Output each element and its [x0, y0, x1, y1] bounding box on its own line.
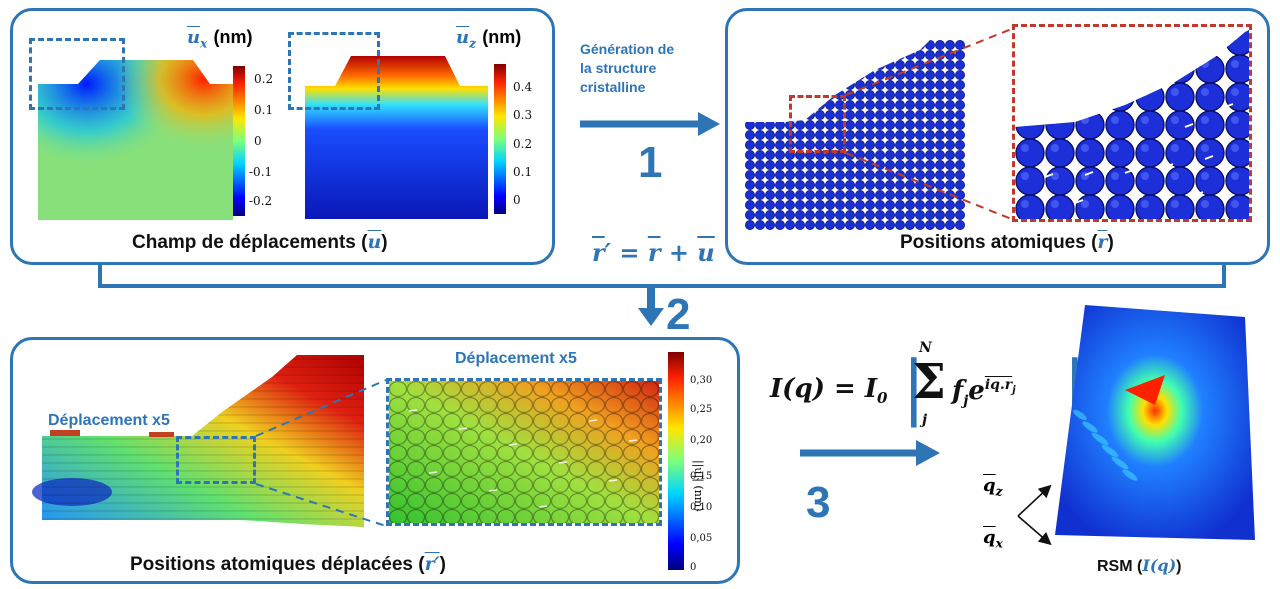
tick: 0.3: [513, 108, 533, 122]
ux-map: [38, 60, 233, 220]
tick: 0: [690, 562, 697, 573]
displacement-label-left: Déplacement x5: [48, 412, 170, 429]
atomic-zoom-box: [789, 95, 846, 153]
tick: 0: [254, 134, 262, 148]
displaced-zoom-view: [386, 378, 662, 526]
step1-line: Génération de: [580, 41, 675, 57]
tick: 0,20: [690, 435, 713, 446]
step1-line: la structure: [580, 60, 657, 76]
tick: 0.1: [513, 165, 533, 179]
uz-title: uz (nm): [456, 27, 522, 51]
displaced-structure: [32, 355, 364, 527]
step2-arrow: [638, 286, 664, 326]
uz-colorbar: [494, 64, 506, 214]
displacement-caption: Champ de déplacements (u): [132, 231, 388, 253]
displacement-label-right: Déplacement x5: [455, 350, 577, 367]
q-axes: [1017, 484, 1052, 546]
rsm-map: [1055, 305, 1255, 540]
tick: 0,30: [690, 375, 713, 386]
tick: -0.1: [249, 165, 273, 179]
uz-zoom-box: [288, 32, 380, 110]
step2-number: 2: [666, 290, 691, 339]
tick: 0.2: [513, 137, 533, 151]
step3-number: 3: [806, 478, 831, 527]
displaced-connectors: [255, 379, 387, 527]
step1-number: 1: [638, 138, 663, 187]
merge-bracket: [98, 262, 1226, 288]
qx-label: qx: [983, 527, 1003, 551]
atomic-structure: [745, 40, 965, 230]
step1-line: cristalline: [580, 79, 646, 95]
rsm-caption: RSM (I(q)): [1097, 556, 1182, 575]
zoom-connectors: [845, 27, 1015, 221]
tick: 0.2: [254, 72, 274, 86]
tick: 0,10: [690, 502, 713, 513]
tick: 0.4: [513, 80, 533, 94]
colorbar-label: ||u|| (nm): [692, 460, 705, 512]
ux-colorbar: [233, 66, 245, 216]
displacement-colorbar: [668, 352, 684, 570]
ux-zoom-box: [29, 38, 125, 110]
step1-description: Génération de la structure cristalline: [580, 40, 674, 97]
tick: 0: [513, 193, 521, 207]
tick: 0,25: [690, 404, 713, 415]
step1-arrow: [580, 112, 720, 136]
ux-title: ux (nm): [187, 27, 253, 51]
tick: 0,15: [690, 471, 713, 482]
step3-arrow: [800, 440, 940, 466]
atomic-zoom-view: [1012, 24, 1252, 222]
atomic-positions-caption: Positions atomiques (r): [900, 231, 1114, 253]
displaced-positions-caption: Positions atomiques déplacées (r′): [130, 553, 446, 575]
uz-map: [305, 56, 488, 219]
displaced-zoom-box: [176, 436, 256, 484]
intensity-formula: I(q) = I0 | N Σ j fjeiq.rj | 2: [770, 340, 1091, 428]
qz-label: qz: [983, 475, 1003, 499]
tick: 0.1: [254, 103, 274, 117]
tick: 0,05: [690, 533, 713, 544]
position-formula: r′ = r + u: [592, 238, 715, 267]
tick: -0.2: [249, 194, 273, 208]
